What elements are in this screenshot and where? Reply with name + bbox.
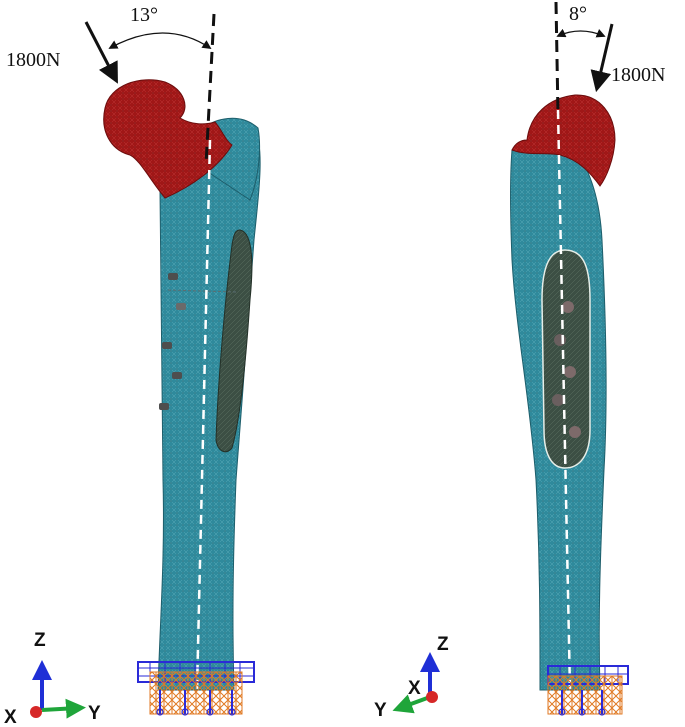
- screw-icon: [552, 394, 564, 406]
- screw-icon: [168, 273, 178, 280]
- left-z-label: Z: [34, 630, 46, 651]
- left-load-axis-dashed: [204, 13, 216, 166]
- right-centerline: [556, 109, 572, 691]
- y-axis-arrow: [41, 698, 86, 719]
- left-centerline: [195, 139, 212, 691]
- right-load-axis-dashed: [554, 1, 560, 116]
- right-boundary-mesh: [547, 665, 629, 716]
- right-x-label: X: [408, 678, 421, 699]
- left-femur-shaft: [157, 124, 261, 691]
- x-axis-dot: [426, 691, 438, 703]
- left-x-label: X: [4, 707, 17, 727]
- right-z-label: Z: [437, 634, 449, 655]
- right-femoral-head: [511, 94, 616, 187]
- y-axis-arrow: [392, 694, 431, 714]
- left-angle-arc: [108, 32, 212, 50]
- left-fracture-line: [167, 289, 237, 293]
- right-angle-arc: [556, 28, 606, 38]
- left-fixation-plate: [215, 229, 253, 453]
- left-femur-view: 13° 1800N Z Y X: [4, 4, 261, 727]
- right-coordinate-triad: Z Y X: [374, 634, 449, 721]
- screw-icon: [162, 342, 172, 349]
- screw-icon: [562, 301, 574, 313]
- left-force-arrow: [84, 21, 118, 84]
- left-angle-label: 13°: [130, 4, 158, 26]
- left-femoral-head: [103, 79, 233, 199]
- screw-icon: [554, 334, 566, 346]
- right-fixation-plate: [541, 249, 591, 469]
- right-angle-label: 8°: [569, 3, 587, 25]
- right-force-label: 1800N: [611, 64, 665, 86]
- screw-icon: [172, 372, 182, 379]
- right-force-arrow: [590, 23, 614, 93]
- screw-icon: [564, 366, 576, 378]
- screw-icon: [569, 426, 581, 438]
- left-boundary-mesh: [137, 661, 255, 716]
- x-axis-dot: [30, 706, 42, 718]
- left-y-label: Y: [88, 703, 101, 724]
- screw-icon: [176, 303, 186, 310]
- right-y-label: Y: [374, 700, 387, 721]
- left-coordinate-triad: Z Y X: [4, 630, 101, 727]
- left-force-label: 1800N: [6, 49, 60, 71]
- right-femur-view: 8° 1800N Z Y X: [374, 1, 665, 721]
- left-screws: [159, 273, 186, 410]
- screw-icon: [159, 403, 169, 410]
